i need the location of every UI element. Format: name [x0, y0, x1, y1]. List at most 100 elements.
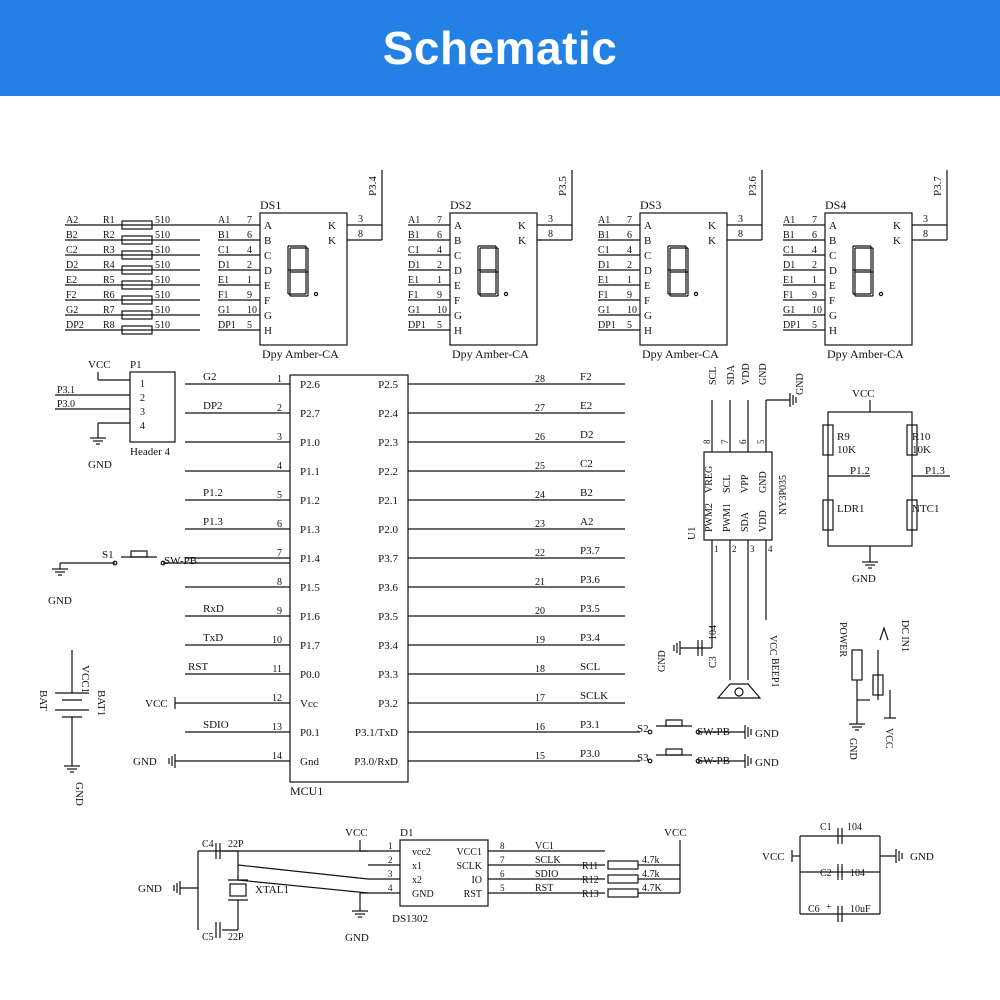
display-1-glyph-dp [313, 291, 319, 297]
header-p1-pin: 1 [140, 379, 145, 390]
mcu-pin-name: P3.0/RxD [354, 756, 398, 768]
mcu-pin-number: 3 [277, 432, 282, 443]
c6-value: 10uF [850, 904, 871, 915]
resistor-value: 510 [155, 275, 170, 286]
ground-label: GND [48, 595, 72, 607]
mcu-pin-name: P2.7 [300, 408, 320, 420]
resistor-ref: R4 [103, 260, 115, 271]
ldr-ref: LDR1 [837, 503, 865, 515]
segment-resistor [121, 250, 153, 260]
display-1-pin-label: F1 [218, 290, 229, 301]
display-3-glyph-dp [693, 291, 699, 297]
display-2-pin-number: 9 [437, 290, 442, 301]
display-3-pin-label: A1 [598, 215, 610, 226]
ntc-ref: NTC1 [912, 503, 940, 515]
u1-body [703, 451, 773, 541]
net-label: B2 [580, 487, 593, 499]
mcu-pin-name: Vcc [300, 698, 318, 710]
segment-resistor [121, 280, 153, 290]
display-3-pin-number: 6 [627, 230, 632, 241]
net-label: VC1 [535, 841, 554, 852]
u1-pin-number: 7 [720, 439, 730, 444]
display-4-pin-label: A1 [783, 215, 795, 226]
display-4-pin-number: 6 [812, 230, 817, 241]
display-2-seg-letter: G [454, 310, 462, 322]
xtal-ref: XTAL1 [255, 884, 289, 896]
display-2-pin-number: 5 [437, 320, 442, 331]
mcu-pin-name: P1.2 [300, 495, 320, 507]
u1-pin-name: PWM2 [704, 503, 715, 532]
resistor-value: 510 [155, 215, 170, 226]
segment-resistor [121, 265, 153, 275]
power-jack [872, 674, 884, 696]
power-jack-ref: DC IN1 [899, 620, 910, 652]
rtc-part: DS1302 [392, 913, 428, 925]
display-1-pin-number: 4 [247, 245, 252, 256]
header-p1-pin: 4 [140, 421, 145, 432]
rtc-pin-number: 7 [500, 855, 505, 865]
header-p1-pin: 2 [140, 393, 145, 404]
u1-net-label: GND [758, 363, 769, 385]
segment-net-label: A2 [66, 215, 78, 226]
mcu-pin-number: 7 [277, 548, 282, 559]
display-4-seg-letter: B [829, 235, 836, 247]
display-3-seg-letter: A [644, 220, 652, 232]
display-1-seg-letter: C [264, 250, 271, 262]
ground-label: GND [795, 373, 806, 395]
display-4-body [824, 212, 913, 346]
display-4-pin-label: E1 [783, 275, 794, 286]
c4-value: 22P [228, 839, 244, 850]
display-2-pin-label: B1 [408, 230, 420, 241]
display-2-pin-label: E1 [408, 275, 419, 286]
display-3-pin-label: D1 [598, 260, 610, 271]
u1-pin-name: SDA [740, 511, 751, 532]
display-2-pin-label: A1 [408, 215, 420, 226]
mcu-pin-number: 6 [277, 519, 282, 530]
resistor-value: 510 [155, 245, 170, 256]
display-1-pin-number: 6 [247, 230, 252, 241]
c2-ref: C2 [820, 868, 832, 879]
u1-pin-number: 1 [714, 544, 719, 554]
display-1-pin-label: DP1 [218, 320, 236, 331]
display-4-seg-letter: C [829, 250, 836, 262]
ldr-resistor [822, 499, 834, 531]
resistor-value: 510 [155, 260, 170, 271]
display-3-seg-letter: D [644, 265, 652, 277]
rtc-pullup-value: 4.7k [642, 855, 660, 866]
mcu-pin-name: P0.1 [300, 727, 320, 739]
header-p1-pin: 3 [140, 407, 145, 418]
c2-value: 104 [850, 868, 865, 879]
beeper-ref: BEEP1 [769, 658, 780, 687]
rtc-pin-number: 5 [500, 883, 505, 893]
display-2-body [449, 212, 538, 346]
mcu-pin-number: 11 [272, 664, 282, 675]
r10-value: 10K [912, 444, 931, 456]
rtc-pin-number: 8 [500, 841, 505, 851]
resistor-ref: R1 [103, 215, 115, 226]
display-1-pin-number: 10 [247, 305, 257, 316]
mcu-pin-name: P1.1 [300, 466, 320, 478]
mcu-pin-number: 27 [535, 403, 545, 414]
display-3-seg-letter: H [644, 325, 652, 337]
display-4-seg-letter: A [829, 220, 837, 232]
c6-ref: C6 [808, 904, 820, 915]
display-2-seg-letter: E [454, 280, 461, 292]
display-2-seg-letter: B [454, 235, 461, 247]
mcu-pin-number: 21 [535, 577, 545, 588]
mcu-pin-number: 17 [535, 693, 545, 704]
mcu-pin-name: P2.3 [378, 437, 398, 449]
mcu-pin-name: P1.0 [300, 437, 320, 449]
resistor-value: 510 [155, 305, 170, 316]
net-label: DP2 [203, 400, 223, 412]
rtc-body [399, 839, 489, 907]
display-1-pin-number: 7 [247, 215, 252, 226]
mcu-pin-number: 14 [272, 751, 282, 762]
display-3-pin-label: B1 [598, 230, 610, 241]
beeper-symbol [716, 683, 762, 699]
mcu-pin-name: P1.7 [300, 640, 320, 652]
display-2-pin-number: 2 [437, 260, 442, 271]
u1-pin-number: 4 [768, 544, 773, 554]
rtc-pin-name: vcc2 [412, 847, 431, 858]
net-label: P3.5 [580, 603, 600, 615]
r10-resistor [906, 424, 918, 456]
